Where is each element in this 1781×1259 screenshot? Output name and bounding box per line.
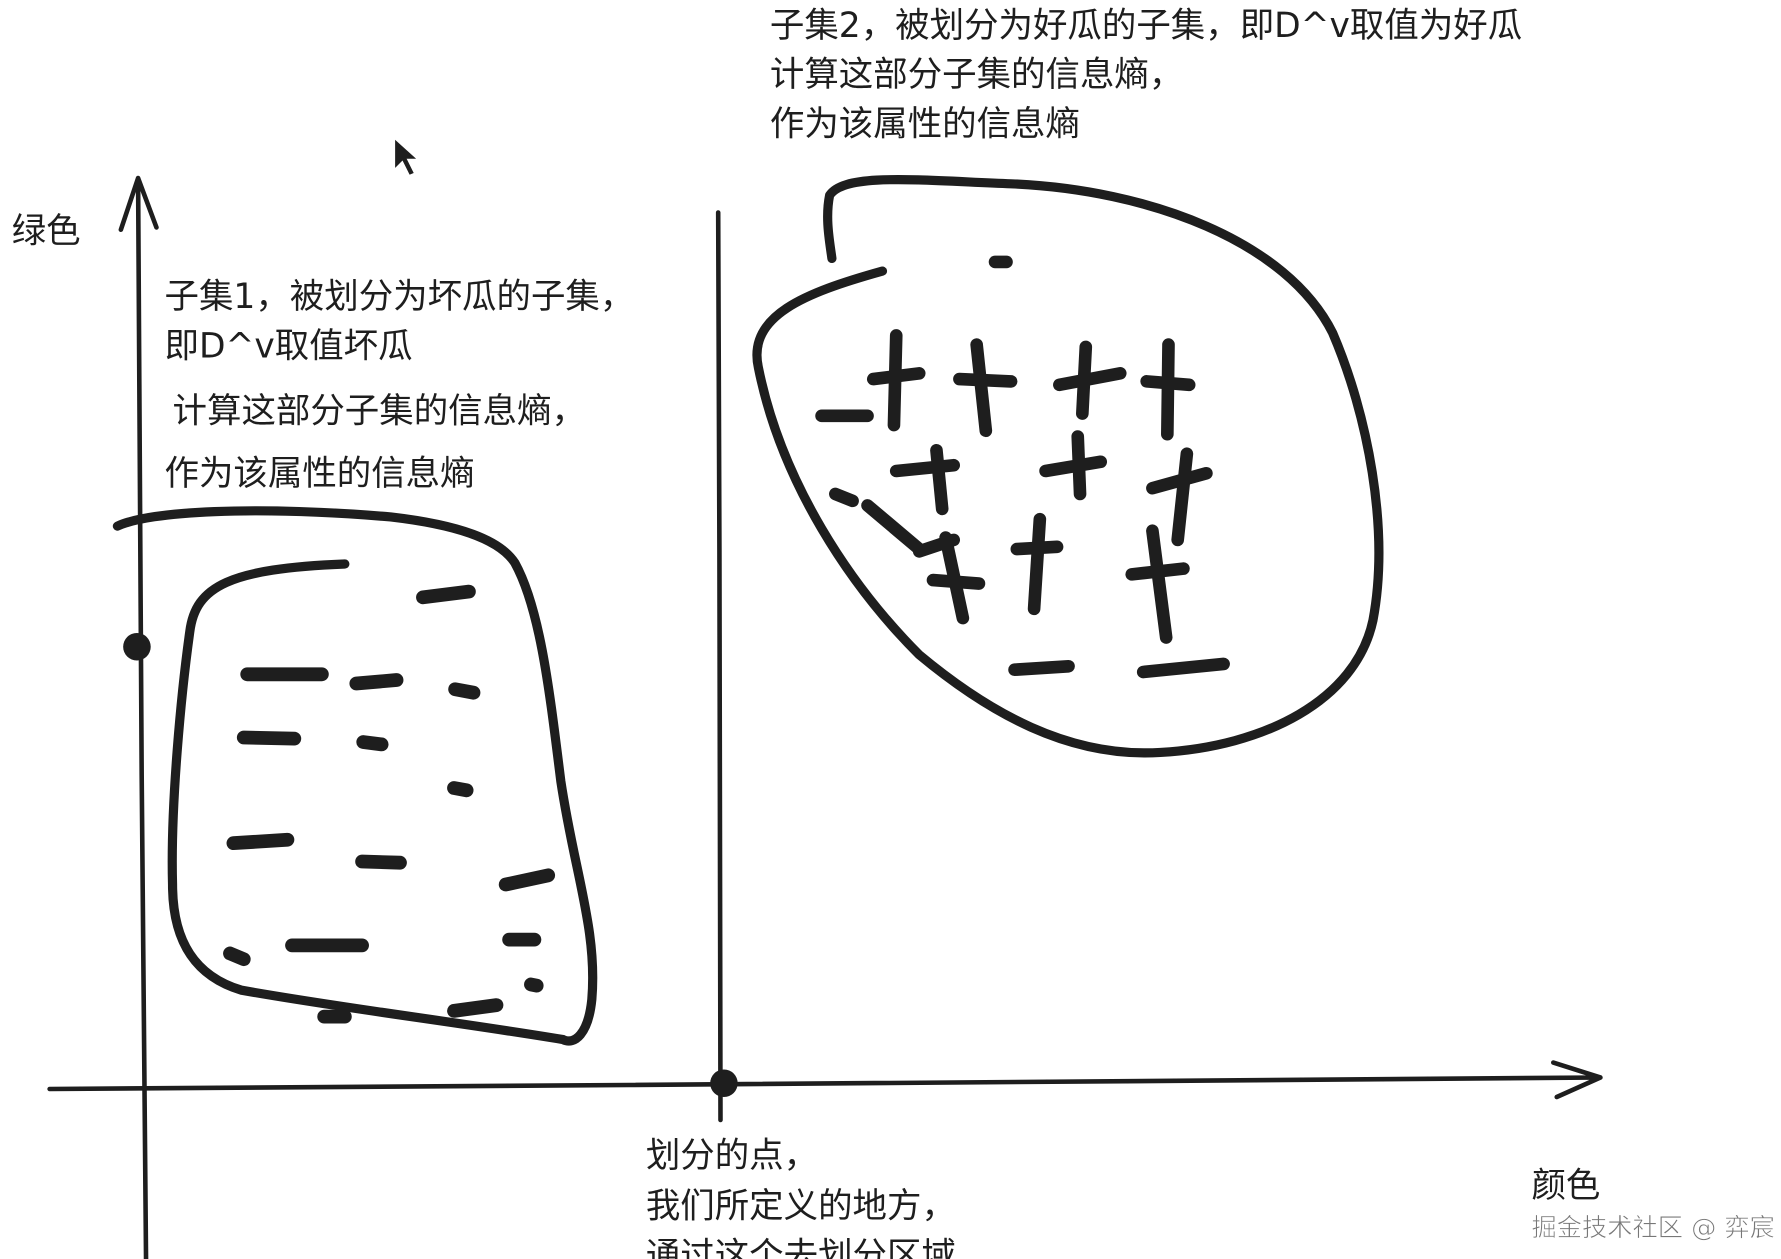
x-axis — [47, 1060, 1603, 1100]
split-line — [715, 210, 723, 1123]
split-point-line: 我们所定义的地方， — [646, 1187, 956, 1227]
watermark: 掘金技术社区 @ 弈宸 — [1531, 1213, 1774, 1242]
y-axis-label: 绿色 — [12, 211, 81, 251]
subset2-line: 子集2，被划分为好瓜的子集，即D^v取值为好瓜 — [770, 6, 1522, 46]
subset1-annotation: 子集1，被划分为坏瓜的子集， 即D^v取值坏瓜 计算这部分子集的信息熵， 作为该… — [165, 277, 635, 494]
subset1-line: 子集1，被划分为坏瓜的子集， — [165, 277, 635, 317]
y-axis — [118, 175, 159, 1259]
split-point-line: 划分的点， — [646, 1136, 818, 1176]
subset2-region — [752, 175, 1384, 758]
subset1-line: 即D^v取值坏瓜 — [165, 326, 413, 366]
subset1-line: 作为该属性的信息熵 — [165, 454, 475, 494]
y-axis-marker — [123, 632, 151, 661]
mouse-cursor-icon — [393, 135, 421, 177]
split-point-marker — [710, 1069, 738, 1098]
subset1-line: 计算这部分子集的信息熵， — [173, 392, 586, 432]
x-axis-label: 颜色 — [1531, 1166, 1600, 1206]
subset2-line: 计算这部分子集的信息熵， — [770, 55, 1183, 95]
subset1-region — [112, 506, 598, 1046]
split-point-line: 通过这个去划分区域 — [646, 1236, 956, 1259]
subset2-line: 作为该属性的信息熵 — [770, 105, 1080, 145]
subset2-annotation: 子集2，被划分为好瓜的子集，即D^v取值为好瓜 计算这部分子集的信息熵， 作为该… — [770, 6, 1522, 145]
split-point-annotation: 划分的点， 我们所定义的地方， 通过这个去划分区域 — [646, 1136, 956, 1259]
